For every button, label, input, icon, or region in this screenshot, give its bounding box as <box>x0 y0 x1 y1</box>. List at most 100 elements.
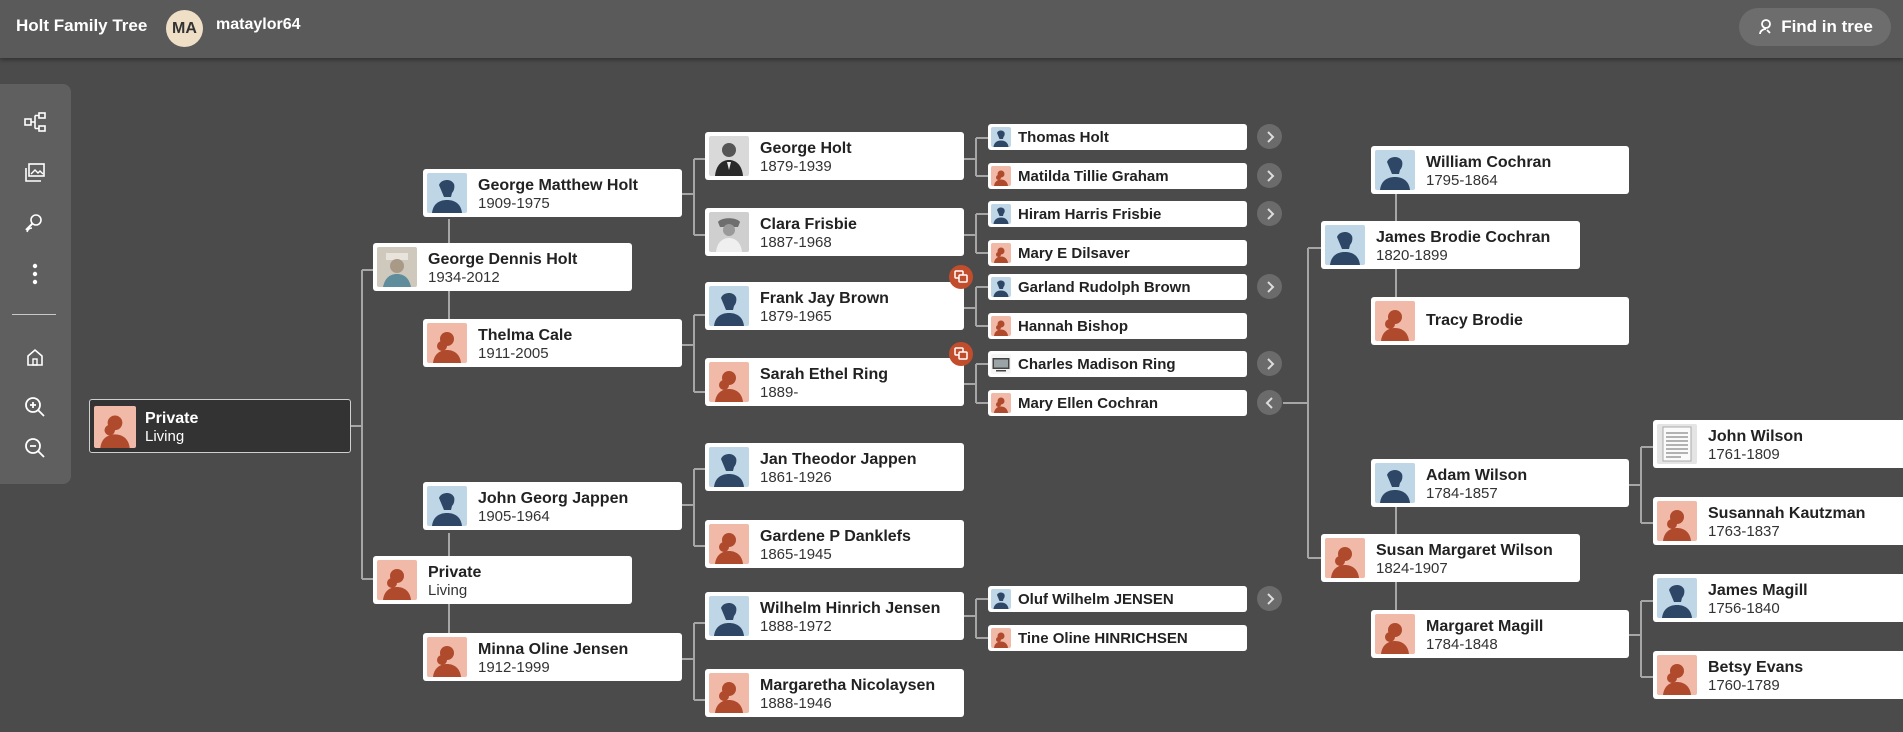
person-dates: 1760-1789 <box>1708 677 1780 694</box>
person-card-sarah-ethel-ring[interactable]: Sarah Ethel Ring 1889- <box>705 358 964 406</box>
person-card-tine-oline-hinrichsen[interactable]: Tine Oline HINRICHSEN <box>988 625 1247 651</box>
username[interactable]: mataylor64 <box>216 16 301 33</box>
male-avatar <box>427 173 467 213</box>
female-silhouette-icon <box>991 243 1011 263</box>
person-name: Minna Oline Jensen <box>478 641 629 658</box>
person-card-george-matthew-holt[interactable]: George Matthew Holt 1909-1975 <box>423 169 682 217</box>
female-avatar <box>1657 501 1697 541</box>
chevron-right-icon <box>1266 592 1274 605</box>
expand-ancestors-button[interactable] <box>1257 351 1282 376</box>
person-card-adam-wilson[interactable]: Adam Wilson 1784-1857 <box>1371 459 1629 507</box>
person-card-frank-jay-brown[interactable]: Frank Jay Brown 1879-1965 <box>705 282 964 330</box>
person-card-hannah-bishop[interactable]: Hannah Bishop <box>988 313 1247 339</box>
person-card-james-brodie-cochran[interactable]: James Brodie Cochran 1820-1899 <box>1321 221 1580 269</box>
home-button[interactable] <box>12 337 58 377</box>
person-card-thelma-cale[interactable]: Thelma Cale 1911-2005 <box>423 319 682 367</box>
top-bar: Holt Family Tree MA mataylor64 Find in t… <box>0 0 1903 58</box>
person-dates: 1795-1864 <box>1426 172 1498 189</box>
person-name: Private <box>428 564 482 581</box>
record-hint-badge[interactable] <box>949 342 973 366</box>
person-card-private-mother[interactable]: Private Living <box>373 556 632 604</box>
person-card-tracy-brodie[interactable]: Tracy Brodie <box>1371 297 1629 345</box>
person-name: Betsy Evans <box>1708 659 1804 676</box>
female-avatar <box>1657 655 1697 695</box>
expand-ancestors-button[interactable] <box>1257 201 1282 226</box>
expand-ancestors-button[interactable] <box>1257 274 1282 299</box>
photo-icon <box>709 212 749 252</box>
person-card-james-magill[interactable]: James Magill 1756-1840 <box>1653 574 1903 622</box>
person-card-hiram-harris-frisbie[interactable]: Hiram Harris Frisbie <box>988 201 1247 227</box>
find-person-icon <box>1759 19 1772 35</box>
tree-title[interactable]: Holt Family Tree <box>16 16 148 35</box>
male-silhouette-icon <box>709 596 749 636</box>
male-silhouette-icon <box>1325 225 1365 265</box>
document-icon <box>1657 424 1697 464</box>
male-avatar <box>1375 150 1415 190</box>
person-dates: 1763-1837 <box>1708 523 1780 540</box>
male-silhouette-icon <box>991 127 1011 147</box>
male-silhouette-icon <box>1375 463 1415 503</box>
expand-ancestors-button[interactable] <box>1257 586 1282 611</box>
person-card-minna-oline-jensen[interactable]: Minna Oline Jensen 1912-1999 <box>423 633 682 681</box>
person-card-john-georg-jappen[interactable]: John Georg Jappen 1905-1964 <box>423 482 682 530</box>
zoom-in-button[interactable] <box>12 387 58 427</box>
person-name: Adam Wilson <box>1426 467 1528 484</box>
person-card-matilda-tillie-graham[interactable]: Matilda Tillie Graham <box>988 163 1247 189</box>
female-avatar <box>427 323 467 363</box>
person-card-gardene-p-danklefs[interactable]: Gardene P Danklefs 1865-1945 <box>705 520 964 568</box>
record-hint-badge[interactable] <box>949 265 973 289</box>
person-card-george-dennis-holt[interactable]: George Dennis Holt 1934-2012 <box>373 243 632 291</box>
expand-ancestors-button[interactable] <box>1257 163 1282 188</box>
person-dates: 1824-1907 <box>1376 560 1448 577</box>
search-person-button[interactable] <box>12 203 58 243</box>
person-card-susannah-kautzman[interactable]: Susannah Kautzman 1763-1837 <box>1653 497 1903 545</box>
person-card-susan-margaret-wilson[interactable]: Susan Margaret Wilson 1824-1907 <box>1321 534 1580 582</box>
person-card-margaret-magill[interactable]: Margaret Magill 1784-1848 <box>1371 610 1629 658</box>
person-card-betsy-evans[interactable]: Betsy Evans 1760-1789 <box>1653 651 1903 699</box>
male-silhouette-icon <box>709 447 749 487</box>
person-card-mary-e-dilsaver[interactable]: Mary E Dilsaver <box>988 240 1247 266</box>
zoom-out-button[interactable] <box>12 428 58 468</box>
person-name: John Wilson <box>1708 428 1803 445</box>
female-silhouette-icon <box>991 393 1011 413</box>
person-dates: 1879-1939 <box>760 158 832 175</box>
person-photo <box>991 354 1011 374</box>
person-card-oluf-wilhelm-jensen[interactable]: Oluf Wilhelm JENSEN <box>988 586 1247 612</box>
collapse-ancestors-button[interactable] <box>1257 390 1282 415</box>
female-silhouette-icon <box>427 637 467 677</box>
male-silhouette-icon <box>427 486 467 526</box>
female-avatar <box>427 637 467 677</box>
person-card-clara-frisbie[interactable]: Clara Frisbie 1887-1968 <box>705 208 964 256</box>
photo-icon <box>709 136 749 176</box>
person-card-garland-rudolph-brown[interactable]: Garland Rudolph Brown <box>988 274 1247 300</box>
gallery-button[interactable] <box>12 153 58 193</box>
person-card-wilhelm-hinrich-jensen[interactable]: Wilhelm Hinrich Jensen 1888-1972 <box>705 592 964 640</box>
person-card-charles-madison-ring[interactable]: Charles Madison Ring <box>988 351 1247 377</box>
female-silhouette-icon <box>1375 614 1415 654</box>
person-card-thomas-holt[interactable]: Thomas Holt <box>988 124 1247 150</box>
person-card-margaretha-nicolaysen[interactable]: Margaretha Nicolaysen 1888-1946 <box>705 669 964 717</box>
female-avatar <box>1375 301 1415 341</box>
pedigree-view-button[interactable] <box>12 102 58 142</box>
person-card-william-cochran[interactable]: William Cochran 1795-1864 <box>1371 146 1629 194</box>
person-name: Charles Madison Ring <box>1018 356 1176 373</box>
user-avatar[interactable]: MA <box>166 10 203 47</box>
male-avatar <box>709 596 749 636</box>
person-name: Private <box>145 410 199 427</box>
female-avatar <box>991 628 1011 648</box>
person-name: Garland Rudolph Brown <box>1018 279 1191 296</box>
male-silhouette-icon <box>1657 578 1697 618</box>
person-dates: 1889- <box>760 384 799 401</box>
person-photo <box>709 212 749 252</box>
person-dates: 1784-1848 <box>1426 636 1498 653</box>
person-card-root[interactable]: Private Living <box>89 399 351 453</box>
chevron-right-icon <box>1266 207 1274 220</box>
person-card-john-wilson[interactable]: John Wilson 1761-1809 <box>1653 420 1903 468</box>
find-in-tree-button[interactable]: Find in tree <box>1739 8 1891 46</box>
person-card-george-holt[interactable]: George Holt 1879-1939 <box>705 132 964 180</box>
expand-ancestors-button[interactable] <box>1257 124 1282 149</box>
more-options-button[interactable] <box>12 254 58 294</box>
person-card-mary-ellen-cochran[interactable]: Mary Ellen Cochran <box>988 390 1247 416</box>
person-card-jan-theodor-jappen[interactable]: Jan Theodor Jappen 1861-1926 <box>705 443 964 491</box>
person-name: George Matthew Holt <box>478 177 639 194</box>
